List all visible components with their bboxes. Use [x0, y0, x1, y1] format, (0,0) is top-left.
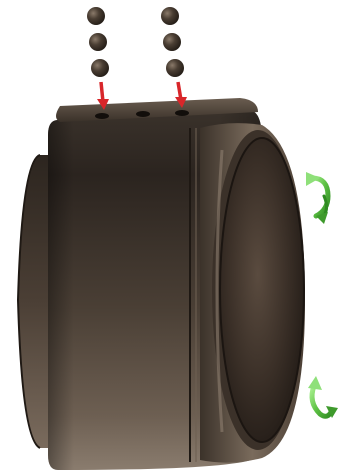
steel-ball-icon	[161, 7, 179, 25]
steel-ball-icon	[87, 7, 105, 25]
curved-rotation-arrow-icon	[306, 172, 328, 224]
steel-ball-icon	[91, 59, 109, 77]
ball-column-left	[87, 7, 109, 77]
lubrication-hole	[95, 113, 109, 119]
steel-ball-icon	[89, 33, 107, 51]
steel-ball-icon	[166, 59, 184, 77]
lubrication-hole	[175, 110, 189, 116]
steel-ball-icon	[163, 33, 181, 51]
right-rim	[200, 123, 305, 462]
lubrication-hole	[136, 111, 150, 117]
ball-column-right	[161, 7, 184, 77]
curved-rotation-arrow-icon	[308, 376, 338, 418]
